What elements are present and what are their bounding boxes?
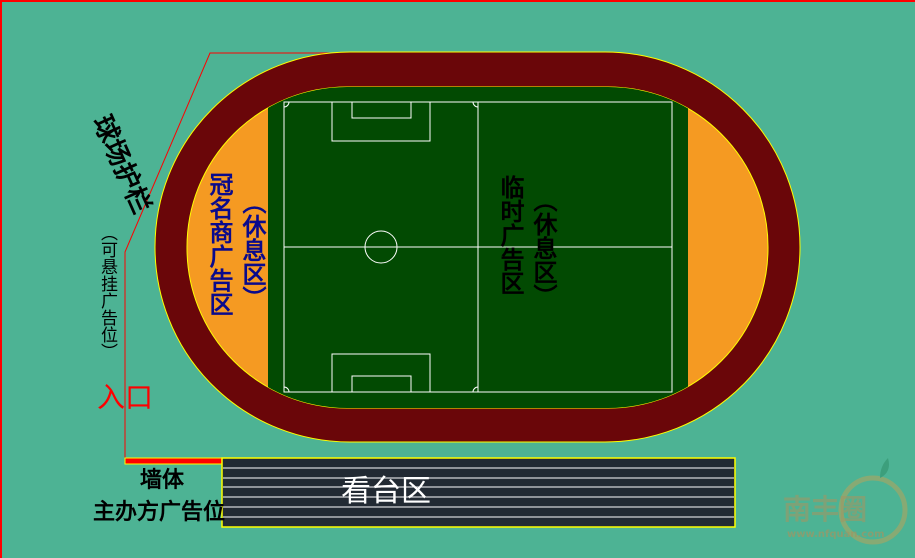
sponsor-zone-label: 冠名商广告区 xyxy=(205,172,233,316)
temp-ad-zone-label: 临时广告区 xyxy=(496,175,524,295)
fence-line xyxy=(124,52,330,460)
host-ad-label: 主办方广告位 xyxy=(93,500,226,525)
rest-zone-right-label: （休息区） xyxy=(529,188,557,308)
goal-box-top xyxy=(351,101,412,119)
corner-arcs xyxy=(283,101,479,393)
stand-rows xyxy=(223,467,734,518)
rest-zone-left-label: （休息区） xyxy=(238,190,266,310)
watermark-name: 南丰圈 xyxy=(783,493,868,526)
entrance-label: 入口 xyxy=(97,381,154,414)
stands-area xyxy=(221,457,736,528)
watermark-url: www.nfquan.com xyxy=(787,529,885,540)
wall-bar xyxy=(124,457,223,465)
fence-note-label: （可悬挂广告位） xyxy=(97,224,117,360)
wall-label: 墙体 xyxy=(140,468,185,493)
goal-box-bottom xyxy=(351,375,412,393)
pitch-markings xyxy=(283,101,673,393)
center-circle xyxy=(364,230,398,264)
watermark-logo xyxy=(838,458,908,545)
stands-label: 看台区 xyxy=(341,474,431,509)
